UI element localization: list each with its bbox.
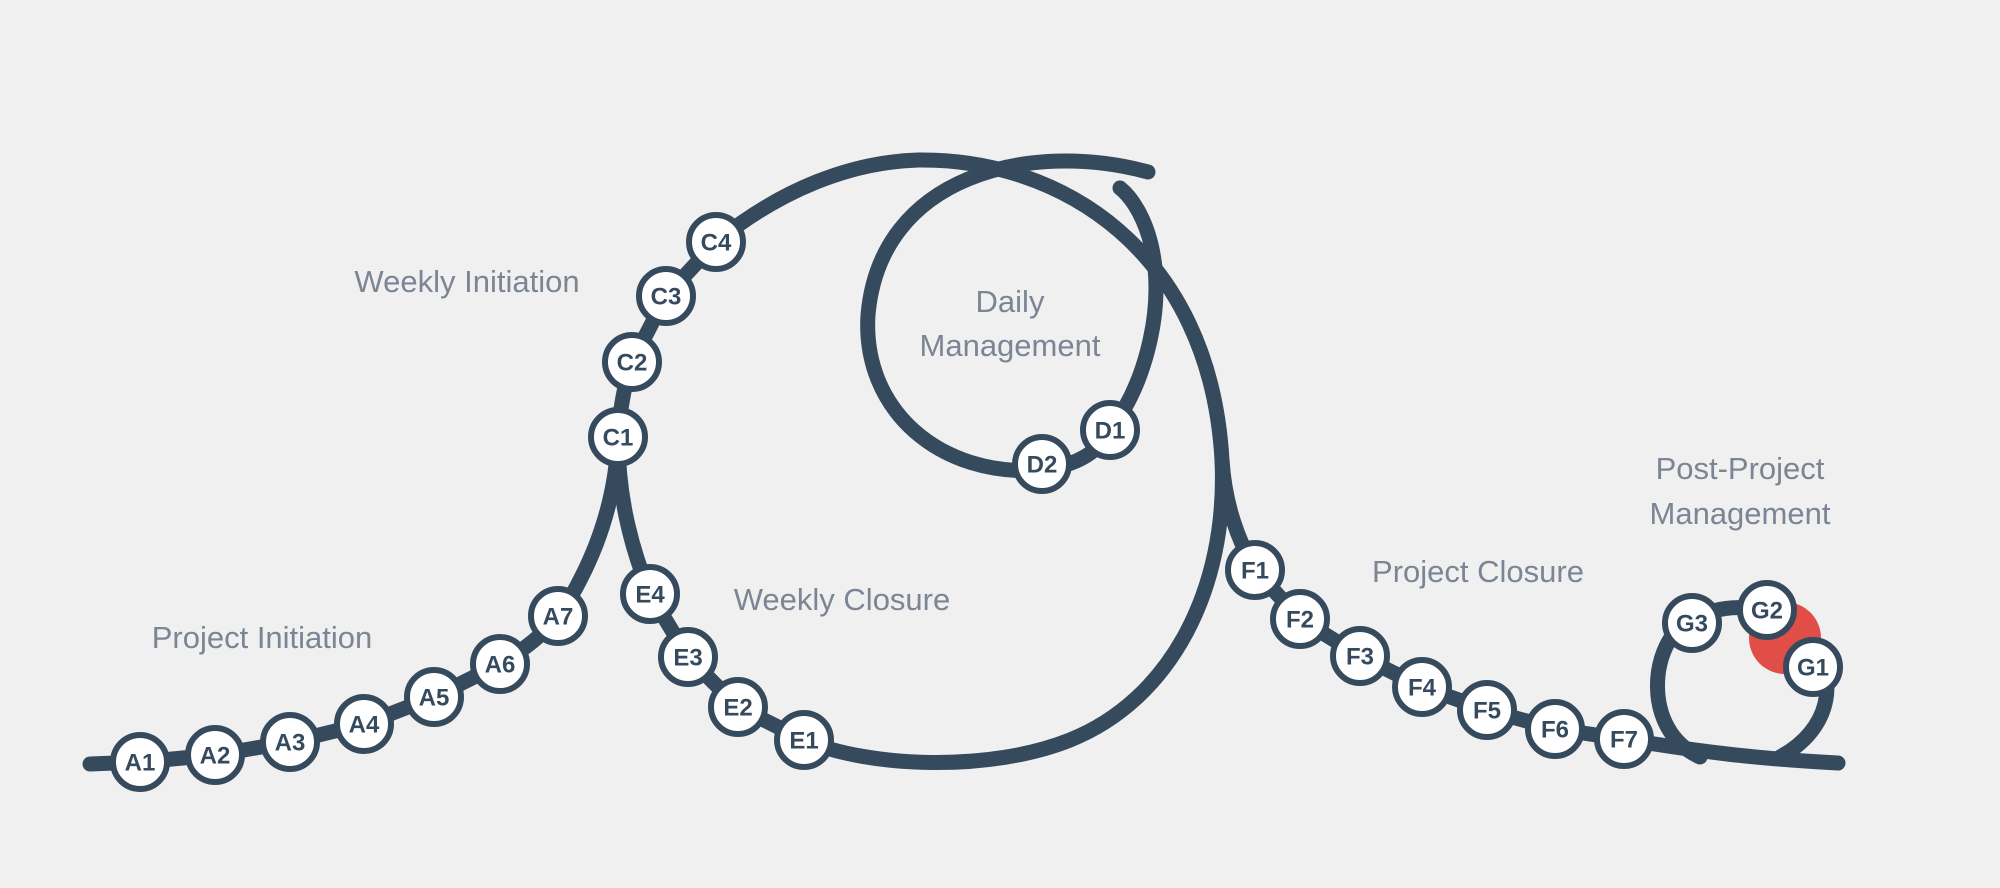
node-label: A4 — [349, 712, 380, 739]
node-label: G3 — [1676, 611, 1708, 638]
node-label: C2 — [617, 350, 648, 377]
label-project-closure: Project Closure — [1372, 554, 1584, 589]
node-label: C4 — [701, 230, 732, 257]
node-circle — [1525, 699, 1585, 759]
node-circle — [1270, 589, 1330, 649]
node-label: F6 — [1541, 717, 1569, 744]
node-label: E3 — [673, 645, 702, 672]
node-f4: F4 — [1392, 657, 1452, 717]
node-a2: A2 — [185, 725, 245, 785]
node-circle — [620, 564, 680, 624]
node-circle — [1783, 637, 1843, 697]
node-label: C3 — [651, 284, 682, 311]
label-weekly-closure: Weekly Closure — [734, 582, 951, 617]
node-label: F7 — [1610, 727, 1638, 754]
node-c1: C1 — [588, 407, 648, 467]
node-label: D2 — [1027, 452, 1058, 479]
node-circle — [636, 266, 696, 326]
node-e4: E4 — [620, 564, 680, 624]
node-circle — [110, 732, 170, 792]
node-label: E4 — [635, 582, 665, 609]
node-c3: C3 — [636, 266, 696, 326]
node-e1: E1 — [774, 710, 834, 770]
node-label: C1 — [603, 425, 634, 452]
track-weekly-closure — [610, 429, 1230, 771]
node-label: E1 — [789, 728, 818, 755]
node-label: G2 — [1751, 598, 1783, 625]
node-d2: D2 — [1012, 434, 1072, 494]
node-a1: A1 — [110, 732, 170, 792]
node-circle — [1737, 580, 1797, 640]
node-label: A3 — [275, 730, 306, 757]
node-label: F3 — [1346, 644, 1374, 671]
label-project-initiation: Project Initiation — [152, 620, 373, 655]
label-daily-management-line2: Management — [920, 328, 1101, 363]
node-circle — [1330, 626, 1390, 686]
node-label: F2 — [1286, 607, 1314, 634]
node-circle — [1594, 709, 1654, 769]
label-weekly-initiation: Weekly Initiation — [354, 264, 579, 299]
node-label: D1 — [1095, 418, 1126, 445]
node-label: A7 — [543, 604, 574, 631]
node-c2: C2 — [602, 332, 662, 392]
node-circle — [1225, 540, 1285, 600]
node-circle — [470, 634, 530, 694]
node-circle — [185, 725, 245, 785]
node-label: F5 — [1473, 698, 1501, 725]
node-circle — [260, 712, 320, 772]
node-a3: A3 — [260, 712, 320, 772]
node-circle — [658, 627, 718, 687]
node-circle — [334, 694, 394, 754]
node-f7: F7 — [1594, 709, 1654, 769]
label-daily-management-line1: Daily — [976, 284, 1045, 319]
node-label: A1 — [125, 750, 156, 777]
track-lines — [82, 152, 1846, 772]
node-label: F1 — [1241, 558, 1269, 585]
node-e2: E2 — [708, 677, 768, 737]
node-circle — [528, 586, 588, 646]
node-f5: F5 — [1457, 680, 1517, 740]
node-a5: A5 — [404, 667, 464, 727]
node-circle — [1392, 657, 1452, 717]
node-g1: G1 — [1783, 637, 1843, 697]
node-e3: E3 — [658, 627, 718, 687]
node-label: A2 — [200, 743, 231, 770]
node-a6: A6 — [470, 634, 530, 694]
node-circle — [1012, 434, 1072, 494]
node-a7: A7 — [528, 586, 588, 646]
node-circle — [1457, 680, 1517, 740]
node-label: A5 — [419, 685, 450, 712]
node-circle — [588, 407, 648, 467]
node-d1: D1 — [1080, 400, 1140, 460]
node-label: A6 — [485, 652, 516, 679]
node-circle — [686, 212, 746, 272]
node-a4: A4 — [334, 694, 394, 754]
node-f6: F6 — [1525, 699, 1585, 759]
node-circle — [774, 710, 834, 770]
node-circle — [404, 667, 464, 727]
node-f2: F2 — [1270, 589, 1330, 649]
node-label: E2 — [723, 695, 752, 722]
node-circle — [1662, 593, 1722, 653]
node-c4: C4 — [686, 212, 746, 272]
node-circle — [1080, 400, 1140, 460]
node-circle — [602, 332, 662, 392]
node-f1: F1 — [1225, 540, 1285, 600]
node-g2: G2 — [1737, 580, 1797, 640]
node-label: G1 — [1797, 655, 1829, 682]
node-g3: G3 — [1662, 593, 1722, 653]
label-post-project-line2: Management — [1650, 496, 1831, 531]
node-circle — [708, 677, 768, 737]
node-label: F4 — [1408, 675, 1437, 702]
label-post-project-line1: Post-Project — [1656, 451, 1825, 486]
node-f3: F3 — [1330, 626, 1390, 686]
